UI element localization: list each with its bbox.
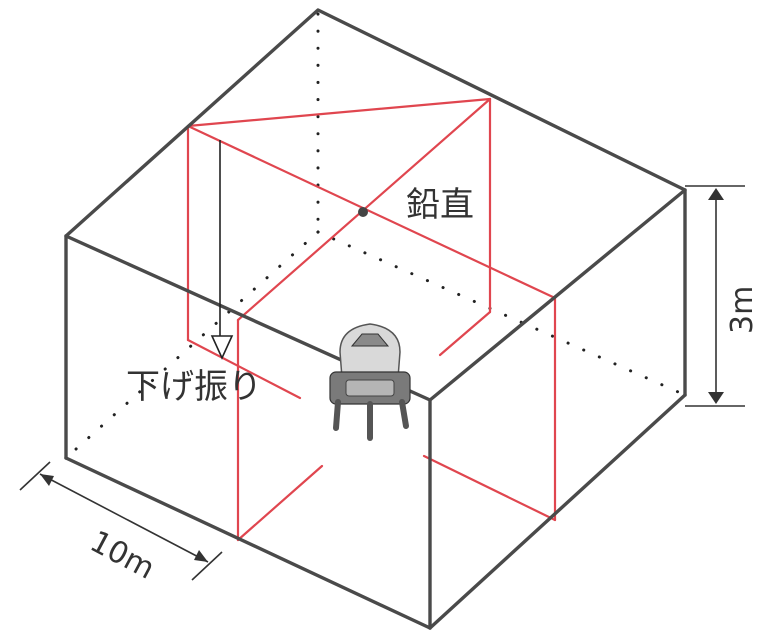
laser-lines	[186, 97, 557, 542]
back-left-floor-edge	[64, 230, 320, 460]
label-width: 10m	[84, 524, 160, 587]
plumb-point	[358, 207, 368, 217]
laser-ceiling-left	[186, 97, 492, 128]
label-height: 3m	[725, 286, 758, 334]
plumb-bob-icon	[210, 140, 234, 360]
laser-ceiling-cross	[186, 124, 557, 300]
box-edges	[64, 8, 687, 630]
laser-back-right-floor	[438, 310, 492, 357]
back-right-floor-edge	[316, 230, 687, 397]
laser-back-left-floor	[186, 338, 302, 400]
label-plumb: 下げ振り	[126, 367, 262, 407]
height-dimension	[685, 185, 745, 407]
laser-level-icon	[329, 323, 411, 441]
laser-front-floor-left	[236, 464, 324, 542]
laser-front-floor-right	[422, 454, 557, 522]
width-dimension	[19, 461, 223, 581]
hidden-edges	[64, 12, 687, 460]
label-vertical: 鉛直	[406, 185, 474, 225]
box-front-right-floor-edge	[428, 393, 687, 630]
box-front-left-floor-edge	[64, 456, 432, 630]
